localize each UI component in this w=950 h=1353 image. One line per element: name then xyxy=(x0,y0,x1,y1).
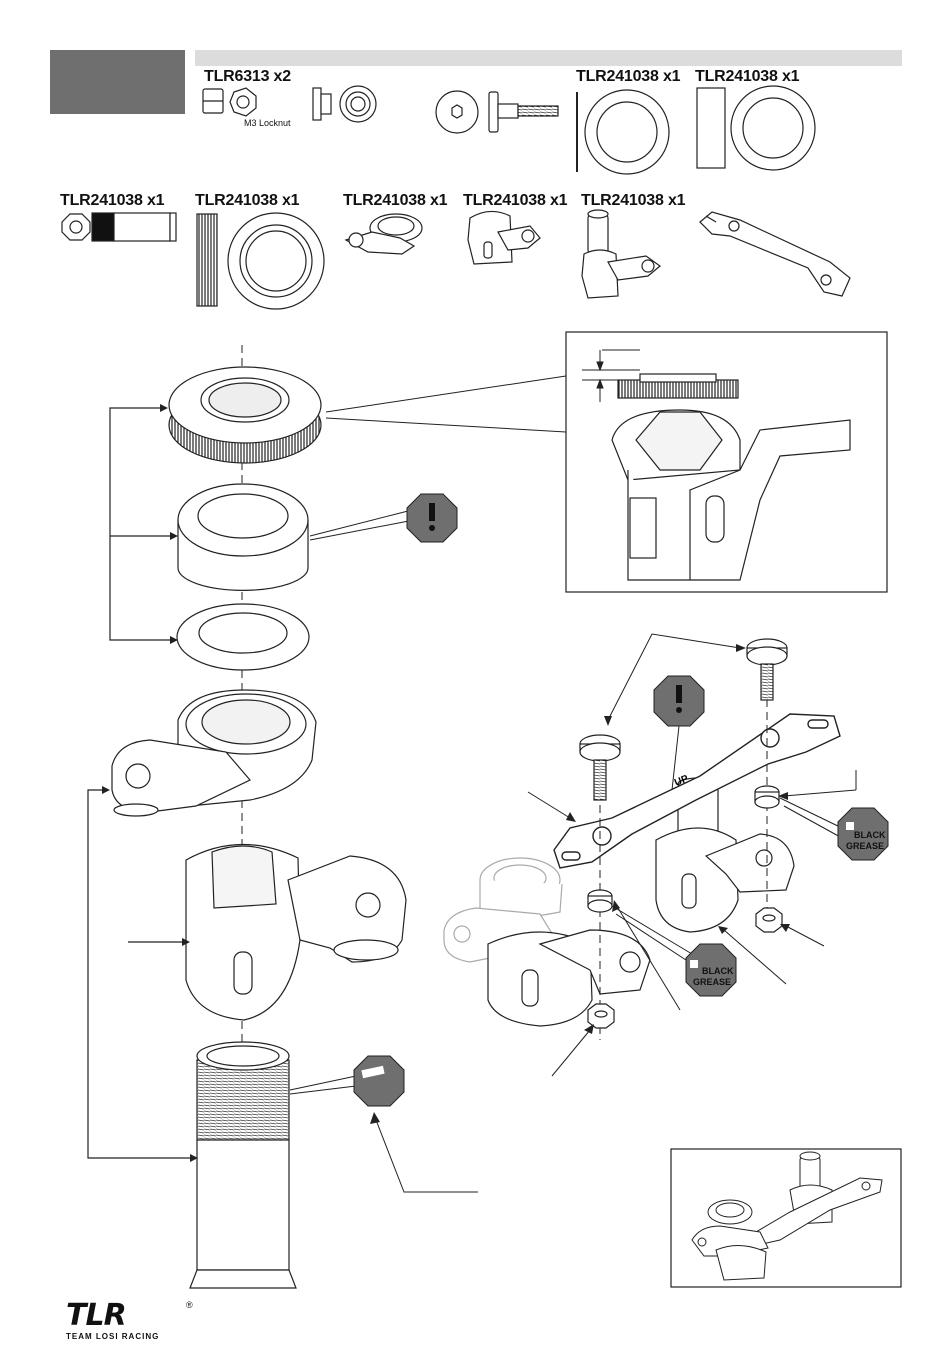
bearing-flat-icon xyxy=(577,90,669,174)
bushing-icon xyxy=(313,86,376,122)
hub-assembly-small-icon xyxy=(582,210,660,298)
brand-reg-mark: ® xyxy=(186,1300,193,1310)
screw-front-part xyxy=(580,735,620,800)
flat-washer-part xyxy=(177,604,309,670)
brand-logo: TLR ® TEAM LOSI RACING xyxy=(64,1304,194,1344)
brand-logo-text: TLR xyxy=(66,1298,126,1333)
steering-link-icon xyxy=(700,212,850,296)
caution-sign-right-icon xyxy=(654,676,704,726)
steering-arm-small-icon xyxy=(346,214,422,254)
grease-sign-icon xyxy=(354,1056,404,1106)
grease-lower-line2: GREASE xyxy=(693,977,731,987)
brand-tagline: TEAM LOSI RACING xyxy=(66,1332,159,1341)
bushing-rear-part xyxy=(755,786,779,808)
bearing-thick-icon xyxy=(697,86,815,170)
steering-arm-part xyxy=(112,690,316,816)
hub-small-icon xyxy=(468,211,540,264)
locknut-icon xyxy=(203,88,256,116)
bushing-front-part xyxy=(588,890,612,912)
screw-icon xyxy=(436,91,558,133)
grease-pointer-line xyxy=(376,1120,478,1192)
shock-body-icon xyxy=(62,213,176,241)
grease-upper-line1: BLACK xyxy=(854,830,886,840)
caution-sign-icon xyxy=(407,494,457,542)
grease-upper-line2: GREASE xyxy=(846,841,884,851)
hub-carrier-part xyxy=(186,844,406,1020)
shock-tube-part xyxy=(190,1042,296,1288)
screw-rear-part xyxy=(747,639,787,700)
spacer-ring-part xyxy=(178,484,308,590)
grease-lower-line1: BLACK xyxy=(702,966,734,976)
knurled-collar-part xyxy=(169,367,321,463)
front-hub-part xyxy=(488,930,650,1026)
nut-front-part xyxy=(588,1004,614,1028)
nut-rear-part xyxy=(756,908,782,932)
collar-icon xyxy=(197,213,324,309)
